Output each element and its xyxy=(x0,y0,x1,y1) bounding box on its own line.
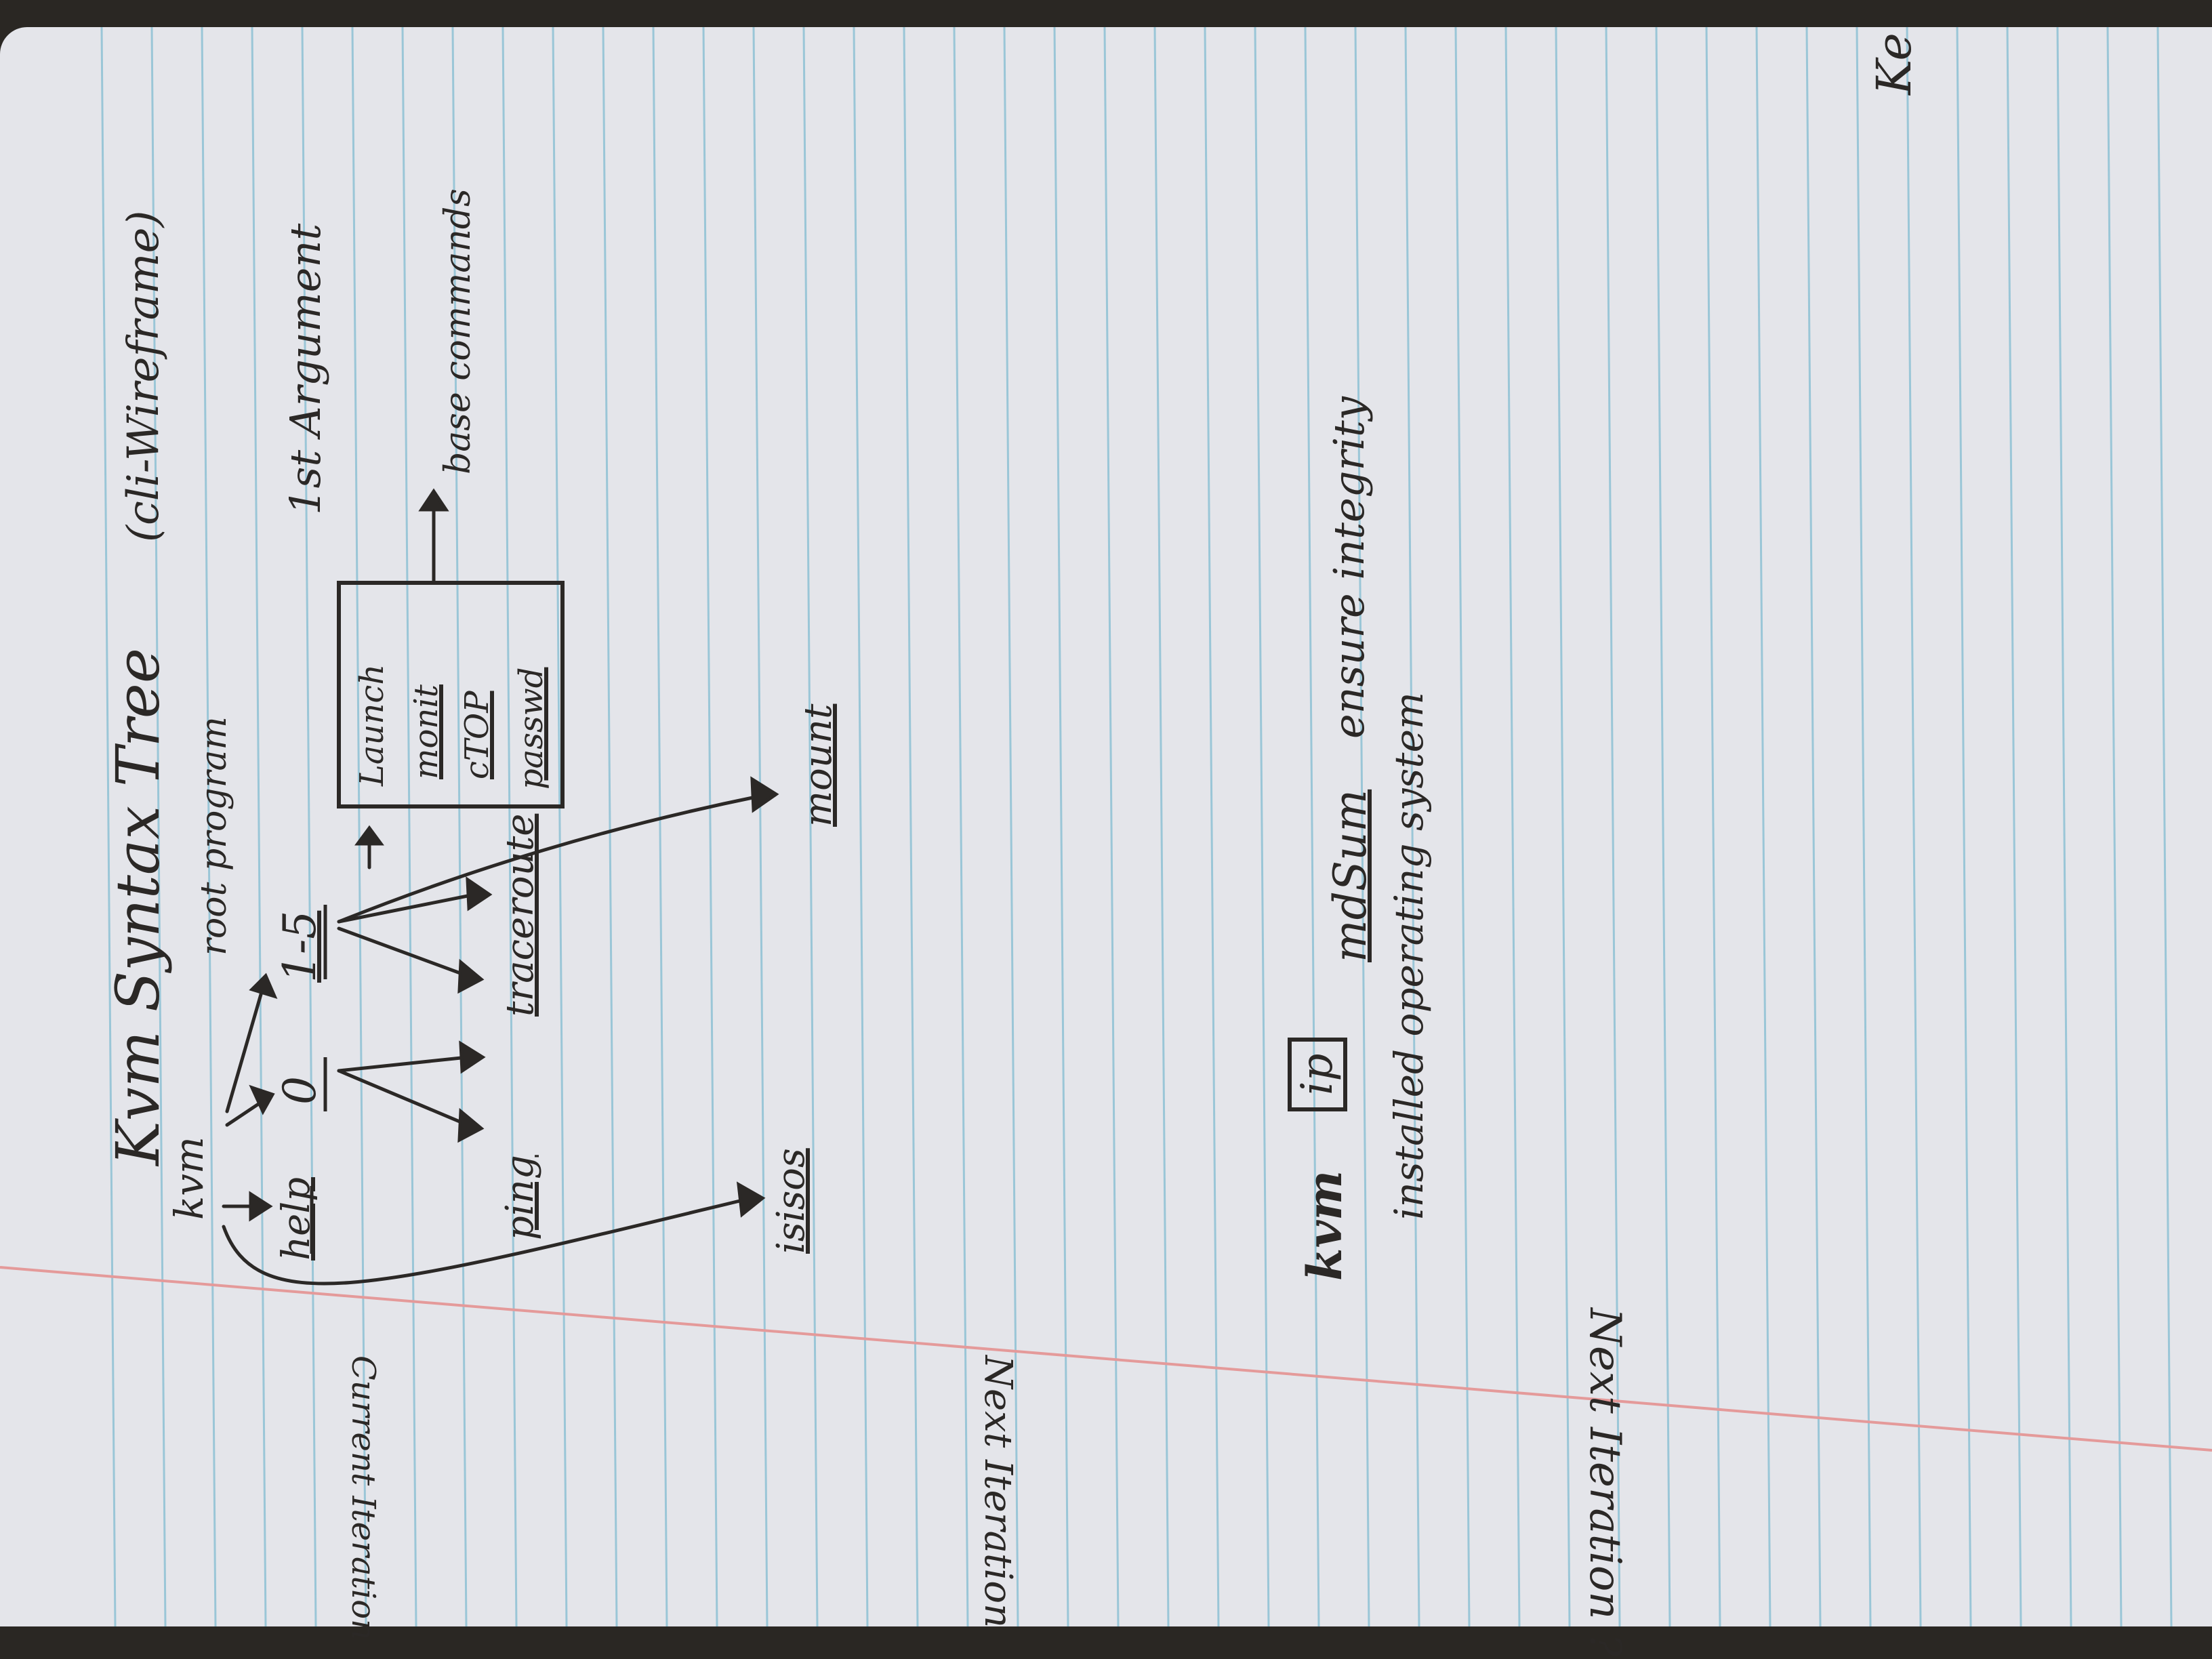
page-title: Kvm Syntax Tree xyxy=(103,648,173,1166)
first-argument-label: 1st Argument xyxy=(281,223,330,515)
example-program: kvm xyxy=(1296,1170,1353,1281)
arrowhead-15-ping xyxy=(457,958,485,994)
page-subtitle: (cli-Wireframe) xyxy=(119,210,169,542)
ruled-line xyxy=(1404,26,1420,1627)
ruled-line xyxy=(2006,26,2022,1627)
ruled-line xyxy=(802,26,819,1627)
arrowhead-box-base xyxy=(418,488,449,512)
ruled-line xyxy=(251,26,267,1627)
ruled-line xyxy=(1655,26,1671,1627)
arrowhead-0-ping xyxy=(457,1107,485,1143)
ruled-line xyxy=(150,26,167,1627)
arrow-15-traceroute xyxy=(337,893,476,924)
ruled-line xyxy=(1504,26,1521,1627)
ruled-line xyxy=(401,26,417,1627)
ruled-line xyxy=(100,26,117,1627)
arrowhead-kvm-isisos xyxy=(736,1181,766,1218)
ruled-line xyxy=(953,26,969,1627)
ruled-line xyxy=(1805,26,1822,1627)
arrow-0-ping xyxy=(337,1069,470,1127)
ruled-line xyxy=(451,26,468,1627)
node-help: help xyxy=(274,1177,319,1261)
arrow-kvm-isisos xyxy=(222,1197,747,1286)
ruled-line xyxy=(2056,26,2072,1627)
ruled-line xyxy=(1454,26,1471,1627)
ruled-line xyxy=(1053,26,1069,1627)
arrow-kvm-root xyxy=(225,981,266,1113)
ruled-line xyxy=(1153,26,1170,1627)
note-next-iteration-1: Next Iteration xyxy=(976,1355,1020,1629)
ruled-line xyxy=(1856,26,1872,1627)
arrow-15-ping xyxy=(337,926,470,978)
ruled-line xyxy=(652,26,668,1627)
example-description-2: installed operating system xyxy=(1386,692,1432,1220)
ruled-line xyxy=(752,26,769,1627)
ruled-line xyxy=(1103,26,1120,1627)
arrowhead-kvm-0 xyxy=(249,1084,275,1115)
ruled-line xyxy=(1003,26,1019,1627)
ruled-line xyxy=(1605,26,1621,1627)
ruled-line xyxy=(2156,26,2173,1627)
ruled-line xyxy=(702,26,718,1627)
base-cmd-launch: Launch xyxy=(353,663,391,786)
ruled-line xyxy=(351,26,367,1627)
node-0: 0 xyxy=(274,1076,326,1105)
arrowhead-15-mount xyxy=(750,776,779,813)
arrowhead-kvm-help xyxy=(249,1191,273,1222)
example-description-1: ensure integrity xyxy=(1324,396,1374,739)
arrowhead-15-box xyxy=(354,825,384,846)
tree-arrows xyxy=(222,488,779,1286)
ruled-line xyxy=(1906,26,1922,1627)
base-cmd-passwd: passwd xyxy=(512,667,550,790)
arrowhead-0-traceroute xyxy=(459,1040,486,1074)
margin-line xyxy=(0,1266,2212,1452)
node-traceroute: traceroute xyxy=(498,813,542,1017)
note-current-iteration: Current Iteration xyxy=(344,1355,382,1641)
ruled-line xyxy=(1956,26,1972,1627)
ruled-line xyxy=(1555,26,1571,1627)
ruled-line xyxy=(201,26,217,1627)
node-kvm: kvm xyxy=(166,1136,212,1220)
ruled-line xyxy=(501,26,518,1627)
ruled-line xyxy=(2106,26,2123,1627)
ruled-line xyxy=(1254,26,1270,1627)
ruled-line xyxy=(1755,26,1771,1627)
base-commands-box xyxy=(337,581,565,808)
node-ping: ping xyxy=(498,1155,542,1240)
example-flag: ip xyxy=(1288,1037,1347,1111)
edge-text: Ke xyxy=(1866,33,1922,95)
arrowhead-15-traceroute xyxy=(466,876,493,912)
root-program-label: root program xyxy=(194,716,234,956)
node-underlines xyxy=(310,905,327,1254)
ruled-line xyxy=(552,26,568,1627)
ruled-line xyxy=(1354,26,1370,1627)
base-commands-label: base commands xyxy=(438,188,478,474)
base-cmd-ctop: cTOP xyxy=(458,691,496,779)
ruled-line xyxy=(1705,26,1721,1627)
ruled-line xyxy=(602,26,618,1627)
base-cmd-monit: monit xyxy=(407,684,445,779)
ruled-line xyxy=(301,26,317,1627)
ruled-line xyxy=(903,26,919,1627)
node-isisos: isisos xyxy=(769,1148,813,1254)
ruled-line xyxy=(1304,26,1320,1627)
arrowhead-kvm-root xyxy=(249,972,278,999)
node-mount: mount xyxy=(796,703,840,827)
node-1-5: 1-5 xyxy=(274,910,326,983)
arrow-15-mount xyxy=(337,794,761,924)
ruled-line xyxy=(853,26,869,1627)
ruled-line xyxy=(1204,26,1220,1627)
example-command: mdSum xyxy=(1324,789,1376,962)
note-next-iteration-2: Next Iteration ? xyxy=(1580,1308,1630,1657)
arrow-0-traceroute xyxy=(337,1055,470,1073)
